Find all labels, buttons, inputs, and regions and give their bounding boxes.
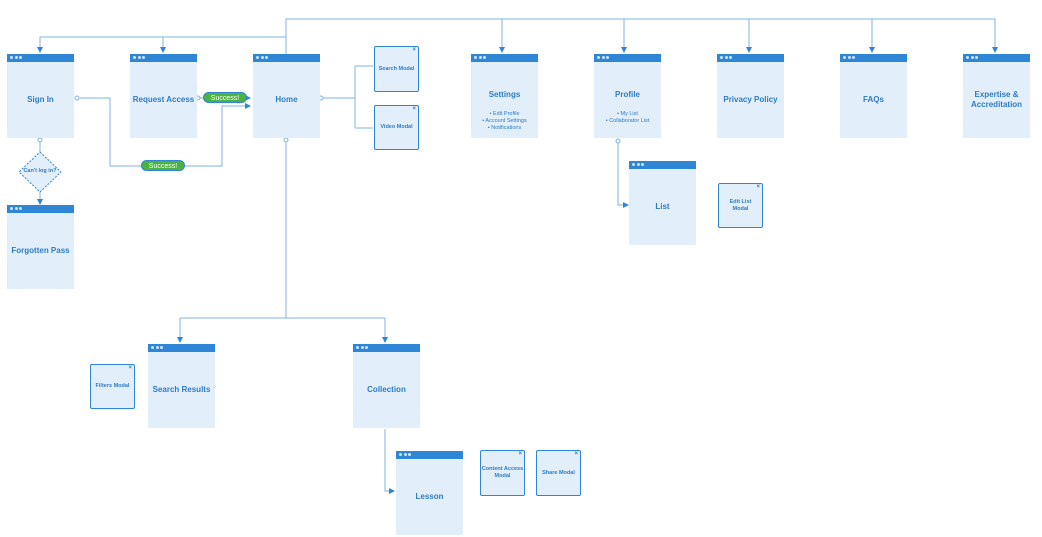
page-title: List (655, 202, 670, 212)
window-dots-icon (151, 346, 163, 349)
page-title: Search Results (152, 385, 211, 395)
list-item: • My List (617, 111, 638, 117)
success-badge-bottom: Success! (141, 160, 185, 171)
modal-title: Share Modal (542, 469, 575, 476)
window-dots-icon (474, 56, 486, 59)
page-title: Privacy Policy (723, 95, 778, 105)
page-title: Settings (488, 90, 521, 99)
window-bar (396, 451, 463, 459)
modal-share[interactable]: × Share Modal (536, 450, 581, 496)
window-dots-icon (843, 56, 855, 59)
list-item: • Edit Profile (489, 111, 520, 117)
window-bar (840, 54, 907, 62)
list-item: • Account Settings (482, 117, 527, 124)
page-settings[interactable]: Settings • Edit Profile • Account Settin… (471, 54, 538, 138)
modal-title: Filters Modal (95, 383, 130, 390)
page-sign-in[interactable]: Sign In (7, 54, 74, 138)
home-to-modals-line (323, 65, 373, 129)
modal-edit-list[interactable]: × Edit List Modal (718, 183, 763, 228)
modal-title: Search Modal (378, 65, 415, 72)
page-title: Collection (367, 385, 406, 395)
close-icon[interactable]: × (574, 451, 578, 457)
page-request-access[interactable]: Request Access (130, 54, 197, 138)
page-title: Home (275, 95, 298, 105)
window-dots-icon (966, 56, 978, 59)
window-bar (148, 344, 215, 352)
profile-to-list (617, 141, 629, 208)
window-dots-icon (10, 207, 22, 210)
profile-items: • My List • Collaborator List (594, 111, 661, 125)
port-dot (615, 138, 621, 144)
window-bar (353, 344, 420, 352)
page-list[interactable]: List (629, 161, 696, 245)
page-title: FAQs (863, 95, 884, 105)
close-icon[interactable]: × (412, 47, 416, 53)
window-dots-icon (10, 56, 22, 59)
page-profile[interactable]: Profile • My List • Collaborator List (594, 54, 661, 138)
page-title: Request Access (132, 95, 195, 105)
page-search-results[interactable]: Search Results (148, 344, 215, 428)
page-title: Expertise & Accreditation (970, 90, 1023, 109)
window-bar (253, 54, 320, 62)
close-icon[interactable]: × (756, 184, 760, 190)
page-title: Lesson (415, 492, 444, 502)
success-badge-top: Success! (203, 92, 247, 103)
window-bar (471, 54, 538, 62)
list-item: • Notifications (487, 124, 522, 131)
settings-items: • Edit Profile • Account Settings • Noti… (471, 111, 538, 132)
port-dot (37, 137, 43, 143)
page-title: Forgotten Pass (11, 246, 70, 256)
page-faqs[interactable]: FAQs (840, 54, 907, 138)
modal-filters[interactable]: × Filters Modal (90, 364, 135, 409)
decision-label: Can't log in? (23, 168, 57, 174)
window-dots-icon (720, 56, 732, 59)
modal-video[interactable]: × Video Modal (374, 105, 419, 150)
close-icon[interactable]: × (128, 365, 132, 371)
window-dots-icon (356, 346, 368, 349)
page-lesson[interactable]: Lesson (396, 451, 463, 535)
window-dots-icon (133, 56, 145, 59)
close-icon[interactable]: × (518, 451, 522, 457)
page-title: Sign In (27, 95, 54, 105)
port-dot (283, 137, 289, 143)
modal-title: Video Modal (380, 124, 413, 131)
collection-to-lesson (384, 429, 395, 494)
window-bar (7, 205, 74, 213)
list-item: • Collaborator List (605, 117, 650, 124)
modal-content-access[interactable]: × Content Access Modal (480, 450, 525, 496)
close-icon[interactable]: × (412, 106, 416, 112)
page-forgotten-pass[interactable]: Forgotten Pass (7, 205, 74, 289)
port-dot (74, 95, 80, 101)
modal-title: Edit List Modal (729, 198, 752, 212)
modal-title: Content Access Modal (481, 466, 524, 479)
window-dots-icon (632, 163, 644, 166)
window-bar (717, 54, 784, 62)
window-dots-icon (399, 453, 411, 456)
window-bar (963, 54, 1030, 62)
window-bar (629, 161, 696, 169)
bus-to-sign-in (37, 36, 286, 53)
window-bar (130, 54, 197, 62)
page-title: Profile (615, 90, 640, 99)
page-expertise-accreditation[interactable]: Expertise & Accreditation (963, 54, 1030, 138)
window-dots-icon (256, 56, 268, 59)
modal-search[interactable]: × Search Modal (374, 46, 419, 92)
page-collection[interactable]: Collection (353, 344, 420, 428)
decision-diamond (18, 151, 62, 193)
window-dots-icon (597, 56, 609, 59)
window-bar (594, 54, 661, 62)
page-home[interactable]: Home (253, 54, 320, 138)
window-bar (7, 54, 74, 62)
page-privacy-policy[interactable]: Privacy Policy (717, 54, 784, 138)
